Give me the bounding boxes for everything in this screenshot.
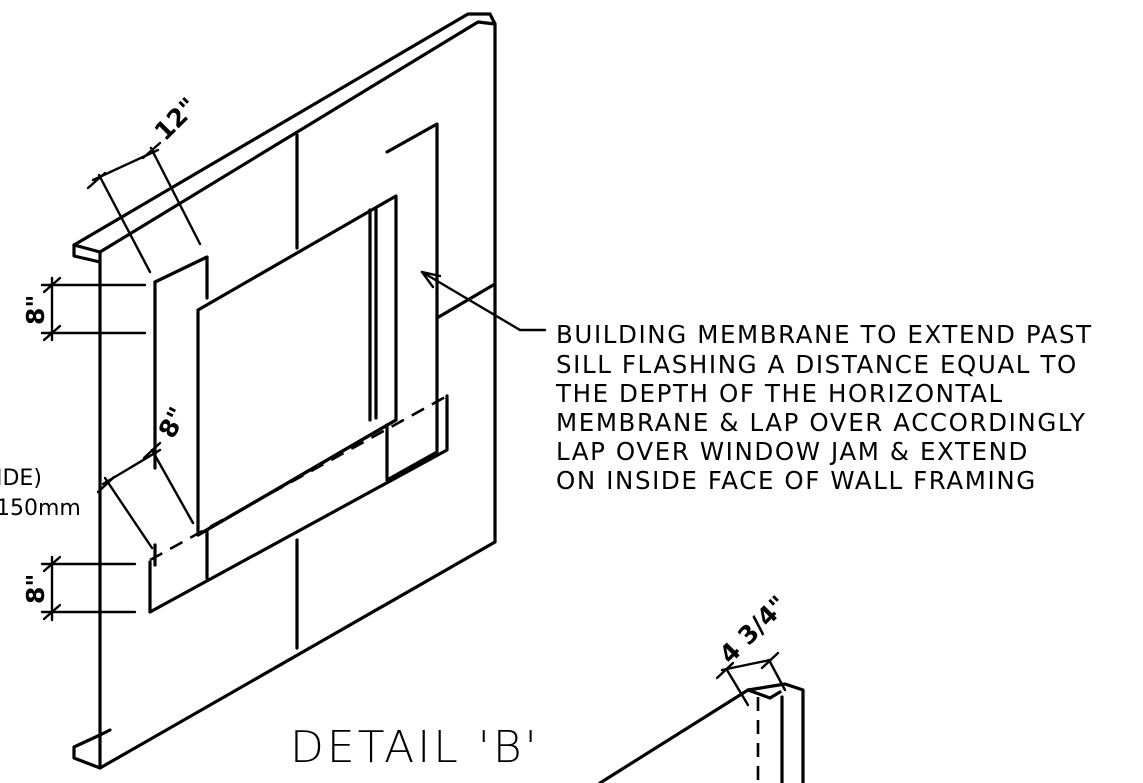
note-line: LAP OVER WINDOW JAM & EXTEND	[556, 437, 1029, 466]
left-membrane-strip	[153, 255, 209, 580]
dimension-label: 12"	[149, 92, 203, 146]
cropped-line: 150mm	[0, 496, 81, 521]
note-line: BUILDING MEMBRANE TO EXTEND PAST	[556, 320, 1093, 349]
right-membrane-strip	[385, 122, 439, 482]
dimension-8-upper: 8"	[21, 276, 147, 342]
partial-detail-lower-right: 4 3/4"	[598, 590, 805, 783]
dimension-label: 4 3/4"	[714, 590, 793, 669]
note-line: SILL FLASHING A DISTANCE EQUAL TO	[556, 350, 1078, 379]
dimension-8-middle: 8"	[96, 402, 195, 550]
dimension-label: 8"	[21, 574, 50, 604]
detail-title: DETAIL 'B'	[290, 722, 540, 773]
dimension-12-top: 12"	[86, 92, 203, 274]
dimension-label: 8"	[153, 402, 193, 442]
sill-membrane	[148, 394, 449, 614]
membrane-note: BUILDING MEMBRANE TO EXTEND PAST SILL FL…	[555, 320, 1093, 495]
cropped-line: IDE)	[0, 466, 42, 491]
dimension-8-lower: 8"	[21, 555, 137, 622]
note-line: MEMBRANE & LAP OVER ACCORDINGLY	[556, 408, 1087, 437]
note-line: THE DEPTH OF THE HORIZONTAL	[555, 379, 1004, 408]
dimension-label: 8"	[21, 295, 50, 325]
leader-arrow	[420, 270, 547, 332]
wall-panel	[72, 12, 497, 770]
left-cropped-note: IDE) 150mm	[0, 466, 81, 521]
note-line: ON INSIDE FACE OF WALL FRAMING	[556, 466, 1037, 495]
